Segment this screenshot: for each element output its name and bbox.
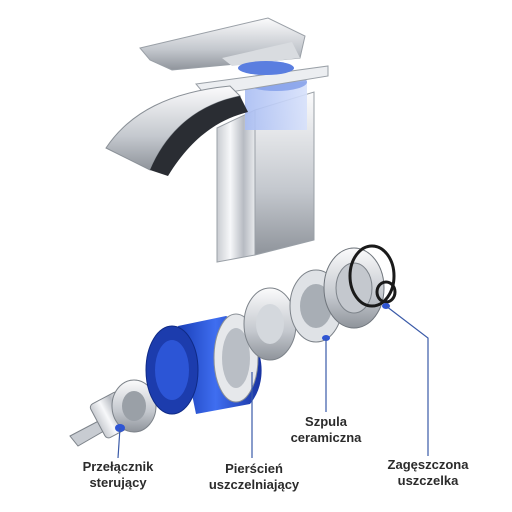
control-switch-label-line2: sterujący [89,475,147,490]
ceramic-spool-label: Szpula ceramiczna [278,414,374,446]
leader-line-gasket [385,305,429,456]
gasket-part [323,244,397,329]
control-switch-label: Przełącznik sterujący [70,459,166,491]
sealing-ring-label-line1: Pierścień [225,461,283,476]
control-switch-label-line1: Przełącznik [82,459,154,474]
ceramic-spool-label-line2: ceramiczna [290,430,362,445]
leader-line-switch [117,427,121,459]
gasket-label-line2: uszczelka [397,473,459,488]
control-switch-part [69,379,157,447]
leader-lines [117,305,429,459]
sealing-ring-label-line2: uszczelniający [208,477,300,492]
sealing-ring-part [145,313,262,415]
gasket-label-line1: Zagęszczona [387,457,469,472]
sealing-ring-label: Pierścień uszczelniający [196,461,312,493]
faucet-body [105,17,329,263]
ceramic-spool-label-line1: Szpula [305,414,347,429]
gasket-label: Zagęszczona uszczelka [370,457,486,489]
